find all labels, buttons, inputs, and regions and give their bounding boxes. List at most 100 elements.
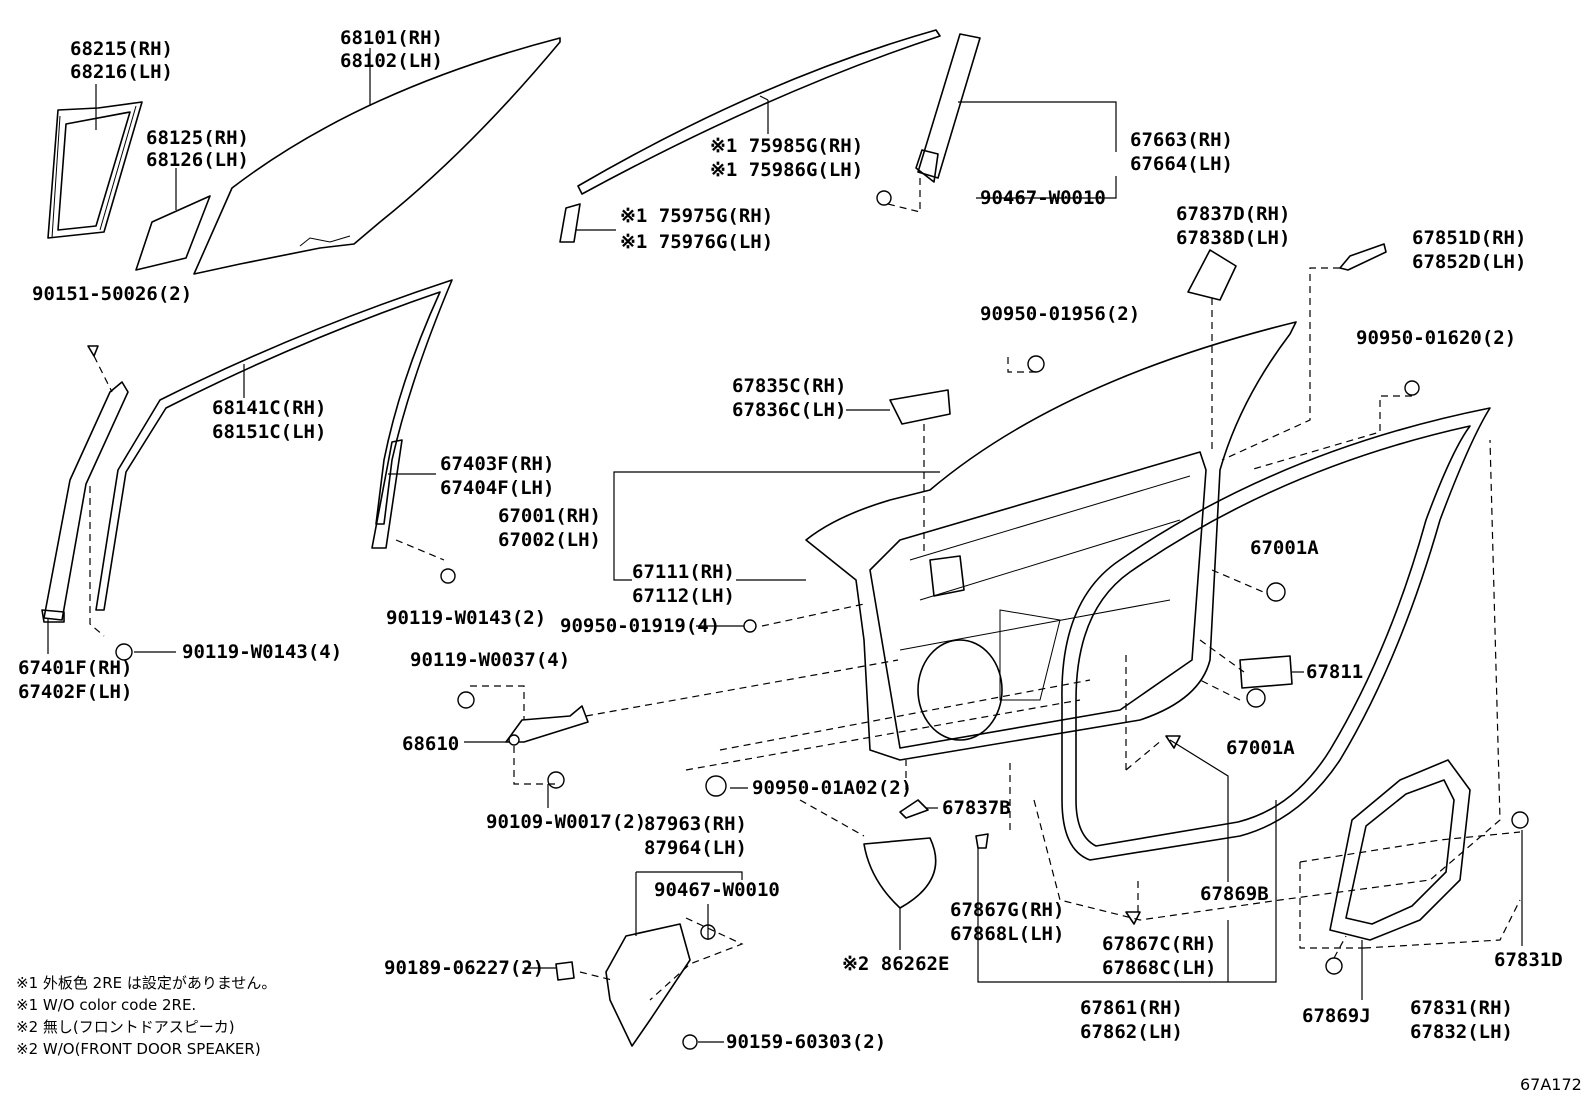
- bracket-part-87963: [605, 923, 716, 1047]
- run-channel-part: [95, 279, 453, 611]
- plug-icon-67001a-1: [1266, 582, 1286, 602]
- label-68102: 68102(LH): [340, 50, 443, 72]
- label-68141c: 68141C(RH): [212, 397, 326, 419]
- label-67868l: 67868L(LH): [950, 923, 1064, 945]
- label-67831: 67831(RH): [1410, 997, 1513, 1019]
- label-90467-a: 90467-W0010: [980, 187, 1106, 209]
- label-67867c: 67867C(RH): [1102, 933, 1216, 955]
- label-90950-01956: 90950-01956(2): [980, 303, 1140, 325]
- weatherstrip-part: [1061, 407, 1491, 861]
- clip-icon-67867c: [1125, 911, 1141, 925]
- label-67851d: 67851D(RH): [1412, 227, 1526, 249]
- dashed-lines: [89, 176, 1521, 1001]
- label-67838d: 67838D(LH): [1176, 227, 1290, 249]
- clip-icon-67867g: [975, 833, 989, 849]
- plug-icon-67001a-2: [1246, 688, 1266, 708]
- label-90151: 90151-50026(2): [32, 283, 192, 305]
- door-check-part: [505, 705, 589, 746]
- label-75976g: ※1 75976G(LH): [620, 231, 773, 253]
- label-75986g: ※1 75986G(LH): [710, 159, 863, 181]
- pad-part-67835c: [889, 389, 951, 425]
- clip-icon-90950: [743, 619, 757, 633]
- label-67869b: 67869B: [1200, 883, 1269, 905]
- label-86262e: ※2 86262E: [842, 953, 949, 975]
- footnotes: ※1 外板色 2RE は設定がありません。 ※1 W/O color code …: [16, 974, 276, 1058]
- door-panel-part: [805, 321, 1297, 761]
- label-67869j: 67869J: [1302, 1005, 1371, 1027]
- label-67663: 67663(RH): [1130, 129, 1233, 151]
- label-90950-01919: 90950-01919(4): [560, 615, 720, 637]
- label-68216: 68216(LH): [70, 61, 173, 83]
- screw-icon-90159: [682, 1034, 698, 1050]
- label-90950-01620: 90950-01620(2): [1356, 327, 1516, 349]
- label-90467-b: 90467-W0010: [654, 879, 780, 901]
- label-90119-w0143-4: 90119-W0143(4): [182, 641, 342, 663]
- label-68610: 68610: [402, 733, 459, 755]
- label-87963: 87963(RH): [644, 813, 747, 835]
- pad-part-67837d: [1187, 249, 1237, 301]
- label-67001a-1: 67001A: [1250, 537, 1319, 559]
- label-68125: 68125(RH): [146, 127, 249, 149]
- label-67001: 67001(RH): [498, 505, 601, 527]
- label-67868c: 67868C(LH): [1102, 957, 1216, 979]
- grommet-icon-3: [705, 775, 727, 797]
- pad-part-67851d: [1339, 243, 1387, 271]
- service-hole-cover-part: [1325, 759, 1529, 975]
- bolt-icon-90109: [547, 771, 565, 789]
- label-90119-w0143-2: 90119-W0143(2): [386, 607, 546, 629]
- label-68151c: 68151C(LH): [212, 421, 326, 443]
- label-67404f: 67404F(LH): [440, 477, 554, 499]
- label-67836c: 67836C(LH): [732, 399, 846, 421]
- label-67403f: 67403F(RH): [440, 453, 554, 475]
- small-molding-part: [559, 203, 581, 243]
- label-67111: 67111(RH): [632, 561, 735, 583]
- rear-channel-part: [371, 439, 403, 549]
- footnote-2-ja: ※2 無し(フロントドアスピーカ): [16, 1018, 235, 1036]
- footnote-1-ja: ※1 外板色 2RE は設定がありません。: [16, 974, 276, 992]
- part-labels: 68215(RH) 68216(LH) 68101(RH) 68102(LH) …: [18, 27, 1563, 1053]
- label-67837b: 67837B: [942, 797, 1011, 819]
- label-68215: 68215(RH): [70, 38, 173, 60]
- label-67862: 67862(LH): [1080, 1021, 1183, 1043]
- footnote-2-en: ※2 W/O(FRONT DOOR SPEAKER): [16, 1040, 261, 1058]
- label-90189: 90189-06227(2): [384, 957, 544, 979]
- label-67664: 67664(LH): [1130, 153, 1233, 175]
- label-67835c: 67835C(RH): [732, 375, 846, 397]
- pillar-garnish-part: [876, 33, 981, 206]
- label-75975g: ※1 75975G(RH): [620, 205, 773, 227]
- bolt-icon-90119b: [115, 643, 133, 661]
- grommet-icon-2: [1404, 380, 1420, 396]
- speaker-pad-part: [863, 837, 937, 909]
- label-67831d: 67831D: [1494, 949, 1563, 971]
- quarter-glass-part: [135, 195, 211, 271]
- label-68126: 68126(LH): [146, 149, 249, 171]
- belt-molding-part: [577, 29, 941, 195]
- label-90119-w0037: 90119-W0037(4): [410, 649, 570, 671]
- label-67001a-2: 67001A: [1226, 737, 1295, 759]
- label-67811: 67811: [1306, 661, 1363, 683]
- pad-part-67811: [1239, 655, 1293, 689]
- bolt-icon-90119c: [457, 691, 475, 709]
- label-67401f: 67401F(RH): [18, 657, 132, 679]
- screw-icon-90151: [87, 345, 99, 357]
- door-glass-part: [193, 37, 561, 275]
- label-67852d: 67852D(LH): [1412, 251, 1526, 273]
- clip-icon-90189: [555, 961, 575, 981]
- label-90950-01a02: 90950-01A02(2): [752, 777, 912, 799]
- label-90159: 90159-60303(2): [726, 1031, 886, 1053]
- label-87964: 87964(LH): [644, 837, 747, 859]
- leader-lines: [47, 48, 1523, 1043]
- label-67837d: 67837D(RH): [1176, 203, 1290, 225]
- grommet-icon: [1027, 355, 1045, 373]
- label-67832: 67832(LH): [1410, 1021, 1513, 1043]
- label-67402f: 67402F(LH): [18, 681, 132, 703]
- diagram-code: 67A172: [1520, 1075, 1582, 1094]
- label-67867g: 67867G(RH): [950, 899, 1064, 921]
- pad-part-67837b: [899, 799, 929, 819]
- label-75985g: ※1 75985G(RH): [710, 135, 863, 157]
- label-90109: 90109-W0017(2): [486, 811, 646, 833]
- clip-icon-67869b: [1165, 735, 1181, 749]
- label-68101: 68101(RH): [340, 27, 443, 49]
- quarter-glass-frame-part: [47, 101, 143, 239]
